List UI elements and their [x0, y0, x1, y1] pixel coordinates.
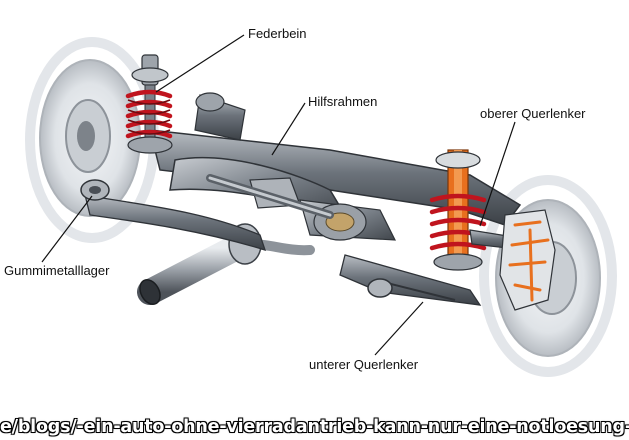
right-strut	[429, 149, 487, 271]
differential	[206, 174, 367, 241]
leader-gummimetalllager	[41, 195, 93, 263]
leader-hilfsrahmen	[271, 102, 306, 156]
leader-unterer-querlenker	[374, 301, 424, 356]
label-federbein: Federbein	[248, 26, 307, 41]
left-strut	[125, 54, 173, 154]
leader-federbein	[155, 34, 245, 93]
label-oberer-querlenker: oberer Querlenker	[480, 106, 586, 121]
url-watermark: e/blogs/-ein-auto-ohne-vierradantrieb-ka…	[0, 417, 629, 437]
label-unterer-querlenker: unterer Querlenker	[309, 357, 419, 372]
rubber-metal-bushing	[80, 179, 393, 298]
lower-control-arm	[84, 194, 482, 306]
left-wheel	[25, 37, 159, 243]
label-gummimetalllager: Gummimetalllager	[4, 263, 110, 278]
right-hub-cutaway	[499, 209, 556, 311]
leader-oberer-querlenker	[479, 121, 516, 227]
leader-lines	[41, 34, 516, 356]
label-hilfsrahmen: Hilfsrahmen	[308, 94, 378, 109]
